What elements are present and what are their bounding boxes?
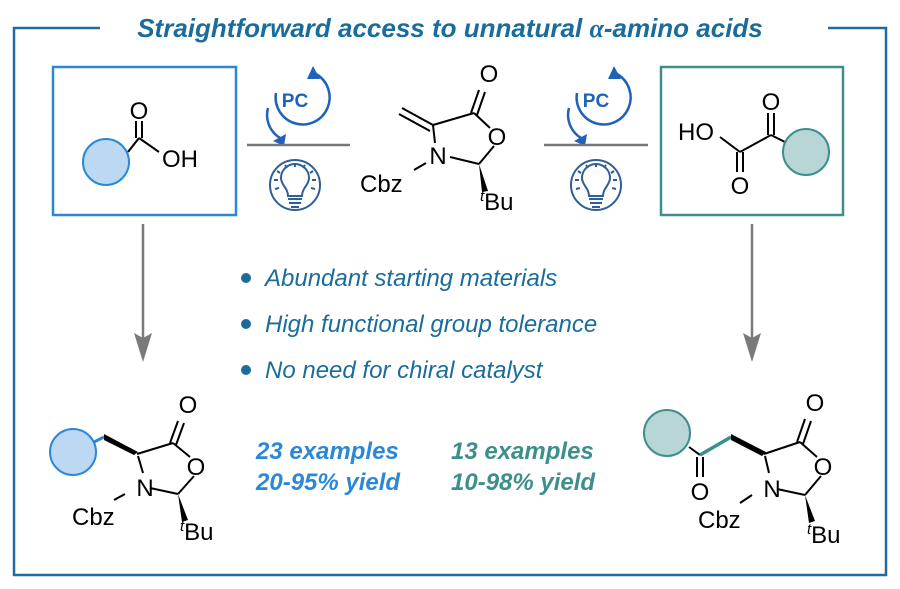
left-examples-count: 23 examples xyxy=(255,438,399,465)
catalytic-cycle-icon: PC xyxy=(265,66,331,146)
atom-O-carbonyl: O xyxy=(806,390,825,417)
atom-O: O xyxy=(130,98,149,125)
atom-O-carbonyl: O xyxy=(179,392,198,419)
bullet-dot xyxy=(241,365,251,375)
right-yield-range: 10-98% yield xyxy=(451,469,596,496)
substituent-circle-teal xyxy=(782,128,830,176)
cbz-label: Cbz xyxy=(72,504,115,531)
feature-item: Abundant starting materials xyxy=(263,265,557,292)
feature-list: Abundant starting materials High functio… xyxy=(241,265,597,384)
carboxyl-bonds xyxy=(127,121,160,153)
atom-O-ring: O xyxy=(488,124,507,151)
atom-O-ketone: O xyxy=(691,479,710,506)
tbu-label: tBu xyxy=(480,188,514,216)
scheme-title: Straightforward access to unnatural α-am… xyxy=(137,13,763,43)
right-reagent-box: HO O O xyxy=(659,65,845,217)
left-product-molecule: O O N Cbz tBu xyxy=(49,392,214,546)
catalytic-cycle-icon: PC xyxy=(566,66,632,146)
feature-item: No need for chiral catalyst xyxy=(265,357,544,384)
results-summary: 23 examples 20-95% yield 13 examples 10-… xyxy=(255,438,596,496)
bullet-dot xyxy=(241,273,251,283)
atom-N: N xyxy=(429,143,446,170)
right-examples-count: 13 examples xyxy=(451,438,594,465)
feature-item: High functional group tolerance xyxy=(265,311,597,338)
right-product-molecule: O O O N Cbz tBu xyxy=(643,390,841,549)
left-photocatalyst-condition: PC xyxy=(247,66,350,211)
atom-O-acid: O xyxy=(731,173,750,200)
bullet-dot xyxy=(241,319,251,329)
lightbulb-icon xyxy=(570,159,622,211)
left-reagent-box: O OH xyxy=(51,65,238,217)
lightbulb-icon xyxy=(269,159,321,211)
atom-O-ring: O xyxy=(814,454,833,481)
substituent-circle-blue xyxy=(49,428,97,476)
atom-N: N xyxy=(136,475,153,502)
tbu-label: tBu xyxy=(807,521,841,549)
outer-frame xyxy=(12,26,888,577)
substituent-circle-blue xyxy=(82,138,130,186)
atom-OH: OH xyxy=(162,146,198,173)
right-photocatalyst-condition: PC xyxy=(544,66,648,211)
cbz-label: Cbz xyxy=(698,507,741,534)
atom-N: N xyxy=(763,476,780,503)
atom-O-keto: O xyxy=(762,89,781,116)
tbu-label: tBu xyxy=(180,518,214,546)
left-reaction-arrow xyxy=(134,224,152,362)
pc-label: PC xyxy=(282,91,309,112)
acceptor-molecule: O O N Cbz tBu xyxy=(360,61,514,216)
left-yield-range: 20-95% yield xyxy=(255,469,401,496)
pc-label: PC xyxy=(583,91,610,112)
atom-O-ring: O xyxy=(187,454,206,481)
right-reaction-arrow xyxy=(743,224,761,362)
cbz-label: Cbz xyxy=(360,171,403,198)
substituent-circle-teal xyxy=(643,409,691,457)
atom-HO: HO xyxy=(678,119,714,146)
atom-O-carbonyl: O xyxy=(480,61,499,88)
